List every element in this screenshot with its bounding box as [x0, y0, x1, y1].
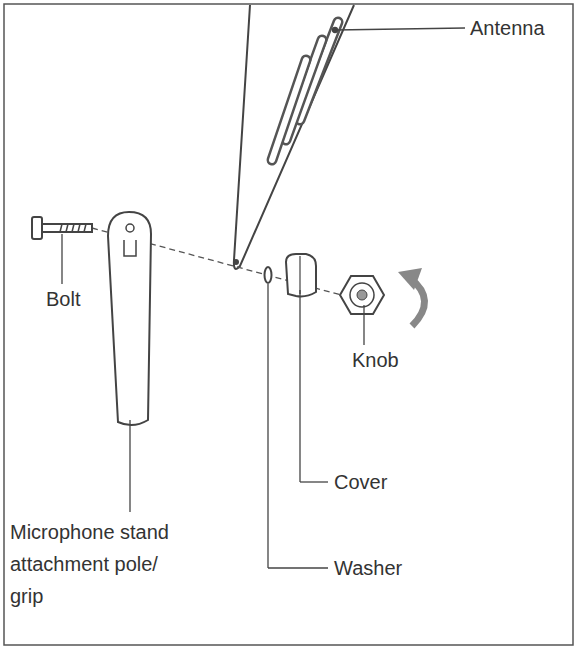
antenna-panel — [233, 5, 354, 269]
rotation-arrow — [398, 268, 425, 326]
part-label: Microphone stand attachment pole/ grip — [10, 516, 188, 612]
cover-part — [286, 254, 316, 297]
knob-part — [340, 276, 384, 314]
leader-lines — [62, 28, 465, 569]
part-label: Washer — [334, 556, 434, 580]
frame — [4, 4, 573, 645]
part-label: Knob — [352, 348, 432, 372]
part-label: Antenna — [470, 16, 570, 40]
washer-part — [265, 267, 272, 283]
part-label: Bolt — [46, 287, 126, 311]
part-label: Cover — [334, 470, 434, 494]
pole-grip — [108, 212, 151, 425]
